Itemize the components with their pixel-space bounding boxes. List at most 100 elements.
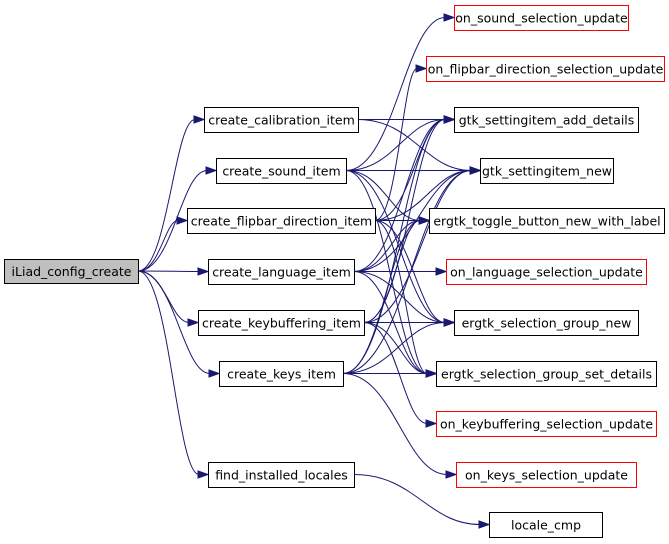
node-label: on_keybuffering_selection_update (440, 417, 653, 432)
node-label: gtk_settingitem_add_details (459, 113, 635, 128)
node-box (446, 259, 647, 285)
arrowhead-icon (443, 13, 456, 22)
edge-iliad-config-create-to-create-keys-item (137, 270, 211, 374)
node-iliad-config-create: iLiad_config_create (4, 259, 139, 284)
node-gtk-settingitem-add-details[interactable]: gtk_settingitem_add_details (454, 107, 639, 133)
edge-create-flipbar-direction-item-to-on-flipbar-direction-selection-update (374, 68, 418, 221)
node-box (204, 107, 359, 133)
arrowhead-icon (193, 115, 206, 124)
node-box (454, 107, 639, 133)
node-label: create_language_item (212, 265, 351, 280)
node-on-keybuffering-selection-update[interactable]: on_keybuffering_selection_update (436, 411, 657, 437)
edge-iliad-config-create-to-create-keybuffering-item (137, 270, 190, 323)
edge-create-keybuffering-item-to-ergtk-toggle-button-new-with-label (363, 220, 421, 323)
node-on-sound-selection-update[interactable]: on_sound_selection_update (454, 5, 629, 31)
node-box (216, 158, 347, 184)
node-box (208, 259, 355, 285)
edge-create-keys-item-to-gtk-settingitem-new (342, 170, 472, 374)
node-label: create_sound_item (222, 164, 340, 179)
arrowhead-icon (205, 166, 218, 175)
node-create-sound-item[interactable]: create_sound_item (216, 158, 347, 184)
arrowhead-icon (197, 267, 210, 276)
node-label: gtk_settingitem_new (482, 164, 612, 179)
node-create-flipbar-direction-item[interactable]: create_flipbar_direction_item (187, 208, 376, 234)
node-box (436, 411, 657, 437)
arrowhead-icon (425, 419, 438, 428)
edge-create-keys-item-to-ergtk-toggle-button-new-with-label (342, 220, 421, 374)
edge-create-flipbar-direction-item-to-ergtk-selection-group-set-details (374, 220, 428, 374)
node-create-keys-item[interactable]: create_keys_item (219, 361, 344, 387)
node-on-language-selection-update[interactable]: on_language_selection_update (446, 259, 647, 285)
edge-create-keybuffering-item-to-ergtk-selection-group-set-details (363, 322, 428, 374)
node-label: ergtk_toggle_button_new_with_label (433, 214, 660, 229)
node-box (429, 208, 665, 234)
node-box (436, 361, 657, 387)
arrowhead-icon (418, 216, 431, 225)
node-label: create_keybuffering_item (202, 316, 361, 331)
edge-create-keybuffering-item-to-gtk-settingitem-new (363, 170, 472, 323)
node-ergtk-selection-group-new[interactable]: ergtk_selection_group_new (454, 310, 639, 336)
edge-create-calibration-item-to-gtk-settingitem-new (357, 119, 472, 171)
node-find-installed-locales[interactable]: find_installed_locales (208, 462, 355, 488)
node-box (4, 259, 139, 284)
node-ergtk-selection-group-set-details[interactable]: ergtk_selection_group_set_details (436, 361, 657, 387)
arrowhead-icon (445, 470, 458, 479)
node-locale-cmp[interactable]: locale_cmp (489, 512, 603, 538)
node-label: on_language_selection_update (450, 265, 643, 280)
node-label: on_flipbar_direction_selection_update (428, 62, 664, 77)
node-box (454, 310, 639, 336)
edge-create-language-item-to-ergtk-toggle-button-new-with-label (353, 220, 421, 272)
arrowhead-icon (469, 166, 482, 175)
node-label: on_keys_selection_update (465, 468, 628, 483)
edge-iliad-config-create-to-find-installed-locales (137, 270, 200, 475)
node-label: locale_cmp (511, 518, 581, 533)
node-label: ergtk_selection_group_set_details (441, 367, 652, 382)
node-create-language-item[interactable]: create_language_item (208, 259, 355, 285)
nodes-layer: iLiad_config_create create_calibration_it… (4, 5, 665, 538)
node-box (198, 310, 365, 336)
node-label: find_installed_locales (215, 468, 348, 483)
arrowhead-icon (176, 216, 189, 225)
node-label: ergtk_selection_group_new (462, 316, 632, 331)
node-box (187, 208, 376, 234)
edge-iliad-config-create-to-create-calibration-item (137, 119, 196, 272)
node-on-flipbar-direction-selection-update[interactable]: on_flipbar_direction_selection_update (426, 56, 665, 82)
node-label: on_sound_selection_update (455, 11, 628, 26)
node-box (219, 361, 344, 387)
node-box (454, 5, 629, 31)
node-box (480, 158, 614, 184)
node-gtk-settingitem-new[interactable]: gtk_settingitem_new (480, 158, 614, 184)
arrowhead-icon (208, 369, 221, 378)
arrowhead-icon (478, 520, 491, 529)
node-label: create_keys_item (227, 367, 336, 382)
node-ergtk-toggle-button-new-with-label[interactable]: ergtk_toggle_button_new_with_label (429, 208, 665, 234)
edge-create-sound-item-to-on-sound-selection-update (345, 17, 446, 171)
arrowhead-icon (443, 115, 456, 124)
edge-iliad-config-create-to-create-flipbar-direction-item (137, 220, 179, 272)
node-label: iLiad_config_create (12, 264, 132, 279)
node-box (489, 512, 603, 538)
edge-create-keys-item-to-on-keys-selection-update (342, 373, 448, 475)
edge-create-sound-item-to-ergtk-selection-group-new (345, 170, 446, 323)
edge-create-language-item-to-gtk-settingitem-add-details (353, 119, 446, 272)
node-label: create_flipbar_direction_item (191, 214, 372, 229)
node-box (208, 462, 355, 488)
node-on-keys-selection-update[interactable]: on_keys_selection_update (456, 462, 637, 488)
edge-create-sound-item-to-gtk-settingitem-add-details (345, 119, 446, 171)
edge-find-installed-locales-to-locale-cmp (353, 474, 481, 525)
node-create-calibration-item[interactable]: create_calibration_item (204, 107, 359, 133)
node-box (426, 56, 665, 82)
edges-layer (137, 13, 491, 529)
arrowhead-icon (443, 318, 456, 327)
arrowhead-icon (425, 369, 438, 378)
node-box (456, 462, 637, 488)
edge-create-keys-item-to-ergtk-selection-group-new (342, 322, 446, 374)
arrowhead-icon (415, 64, 428, 73)
node-create-keybuffering-item[interactable]: create_keybuffering_item (198, 310, 365, 336)
arrowhead-icon (197, 470, 210, 479)
node-label: create_calibration_item (208, 113, 355, 128)
arrowhead-icon (187, 318, 200, 327)
edge-create-language-item-to-ergtk-selection-group-new (353, 271, 446, 323)
edge-create-sound-item-to-ergtk-toggle-button-new-with-label (345, 170, 421, 221)
